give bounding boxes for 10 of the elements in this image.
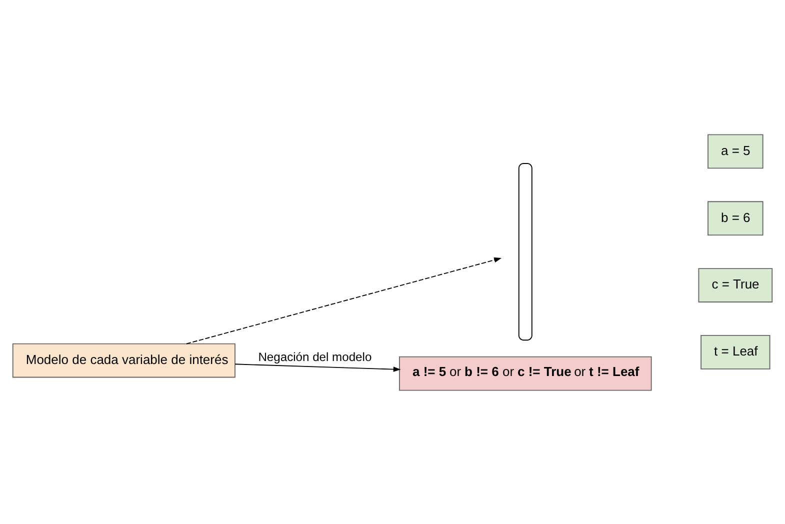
node-brace [518,162,532,340]
node-box: b = 6 [708,200,764,236]
arrow [186,256,502,344]
arrow [234,363,401,372]
node-box: c = True [698,268,773,302]
node-box: a != 5 or b != 6 or c != True or t != Leaf [399,356,652,390]
node-box: Modelo de cada variable de interés [12,342,236,378]
node-box: a = 5 [708,134,764,168]
edge-label: Negación del modelo [258,349,372,364]
node-box: t = Leaf [700,334,770,369]
